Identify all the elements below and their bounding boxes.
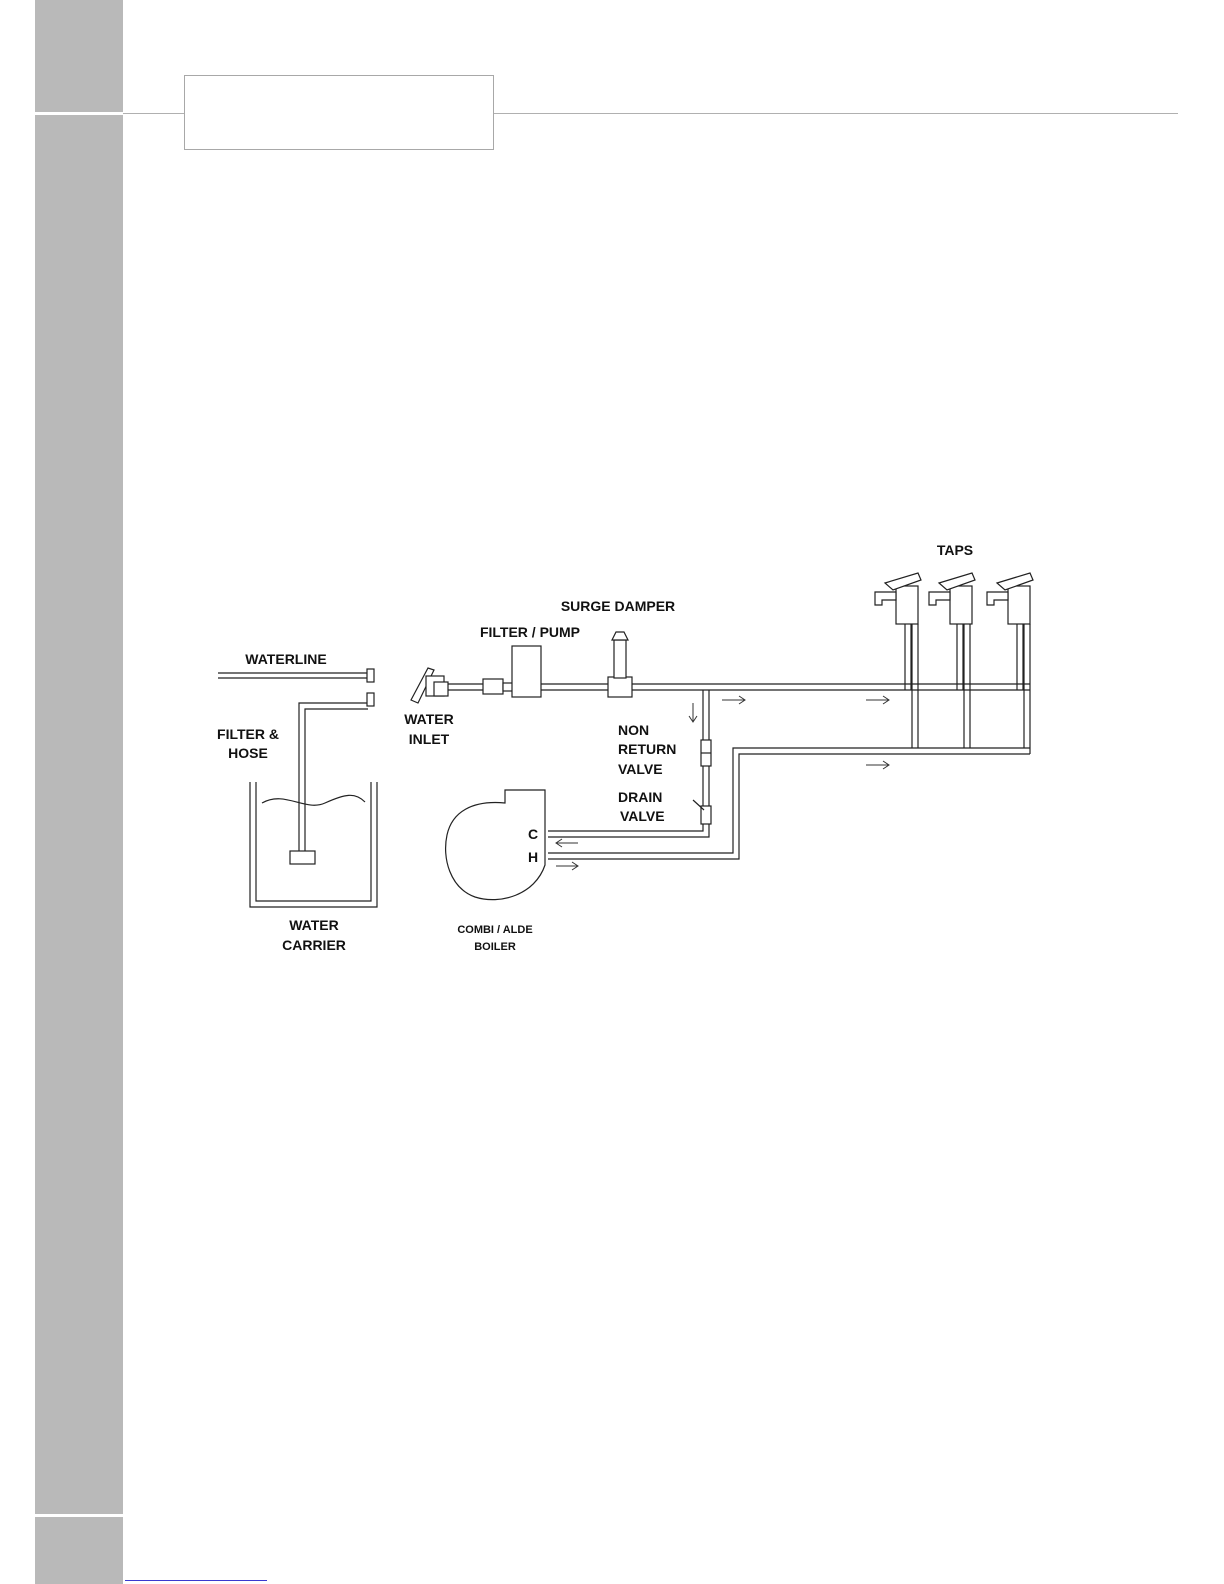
label-non-return-line2: RETURN [618, 741, 676, 757]
filter-block [290, 851, 315, 864]
flow-arrow-right-3 [866, 761, 889, 769]
filter-hose [290, 693, 374, 864]
label-water-carrier-line1: WATER [289, 917, 339, 933]
label-boiler-line1: COMBI / ALDE [457, 924, 532, 936]
waterline-connector [367, 669, 374, 682]
label-hot-port: H [528, 849, 538, 865]
flow-arrow-right-1 [722, 696, 745, 704]
taps [875, 573, 1033, 754]
label-water-inlet-line1: WATER [404, 711, 454, 727]
water-inlet [411, 668, 448, 703]
label-water-inlet-line2: INLET [409, 731, 450, 747]
label-water-carrier-line2: CARRIER [282, 937, 346, 953]
label-non-return-line3: VALVE [618, 761, 663, 777]
label-cold-port: C [528, 826, 538, 842]
label-drain-valve-line2: VALVE [620, 808, 665, 824]
flow-arrow-right-2 [866, 696, 889, 704]
hose-connector [367, 693, 374, 706]
label-waterline: WATERLINE [245, 651, 326, 667]
boiler [446, 790, 545, 900]
flow-arrow-down [689, 703, 697, 722]
label-boiler-line2: BOILER [474, 941, 516, 953]
flow-arrow-right-4 [556, 862, 578, 870]
label-filter-hose-line1: FILTER & [217, 726, 279, 742]
surge-damper [608, 632, 632, 697]
water-surface [262, 795, 365, 805]
label-taps: TAPS [937, 542, 973, 558]
water-carrier [250, 782, 377, 907]
label-filter-pump: FILTER / PUMP [480, 624, 580, 640]
flow-arrows [556, 696, 889, 870]
label-drain-valve-line1: DRAIN [618, 789, 662, 805]
flow-arrow-left [556, 839, 578, 847]
waterline [218, 669, 374, 682]
label-non-return-line1: NON [618, 722, 649, 738]
label-filter-hose-line2: HOSE [228, 745, 268, 761]
filter-pump [483, 646, 541, 697]
label-surge-damper: SURGE DAMPER [561, 598, 675, 614]
